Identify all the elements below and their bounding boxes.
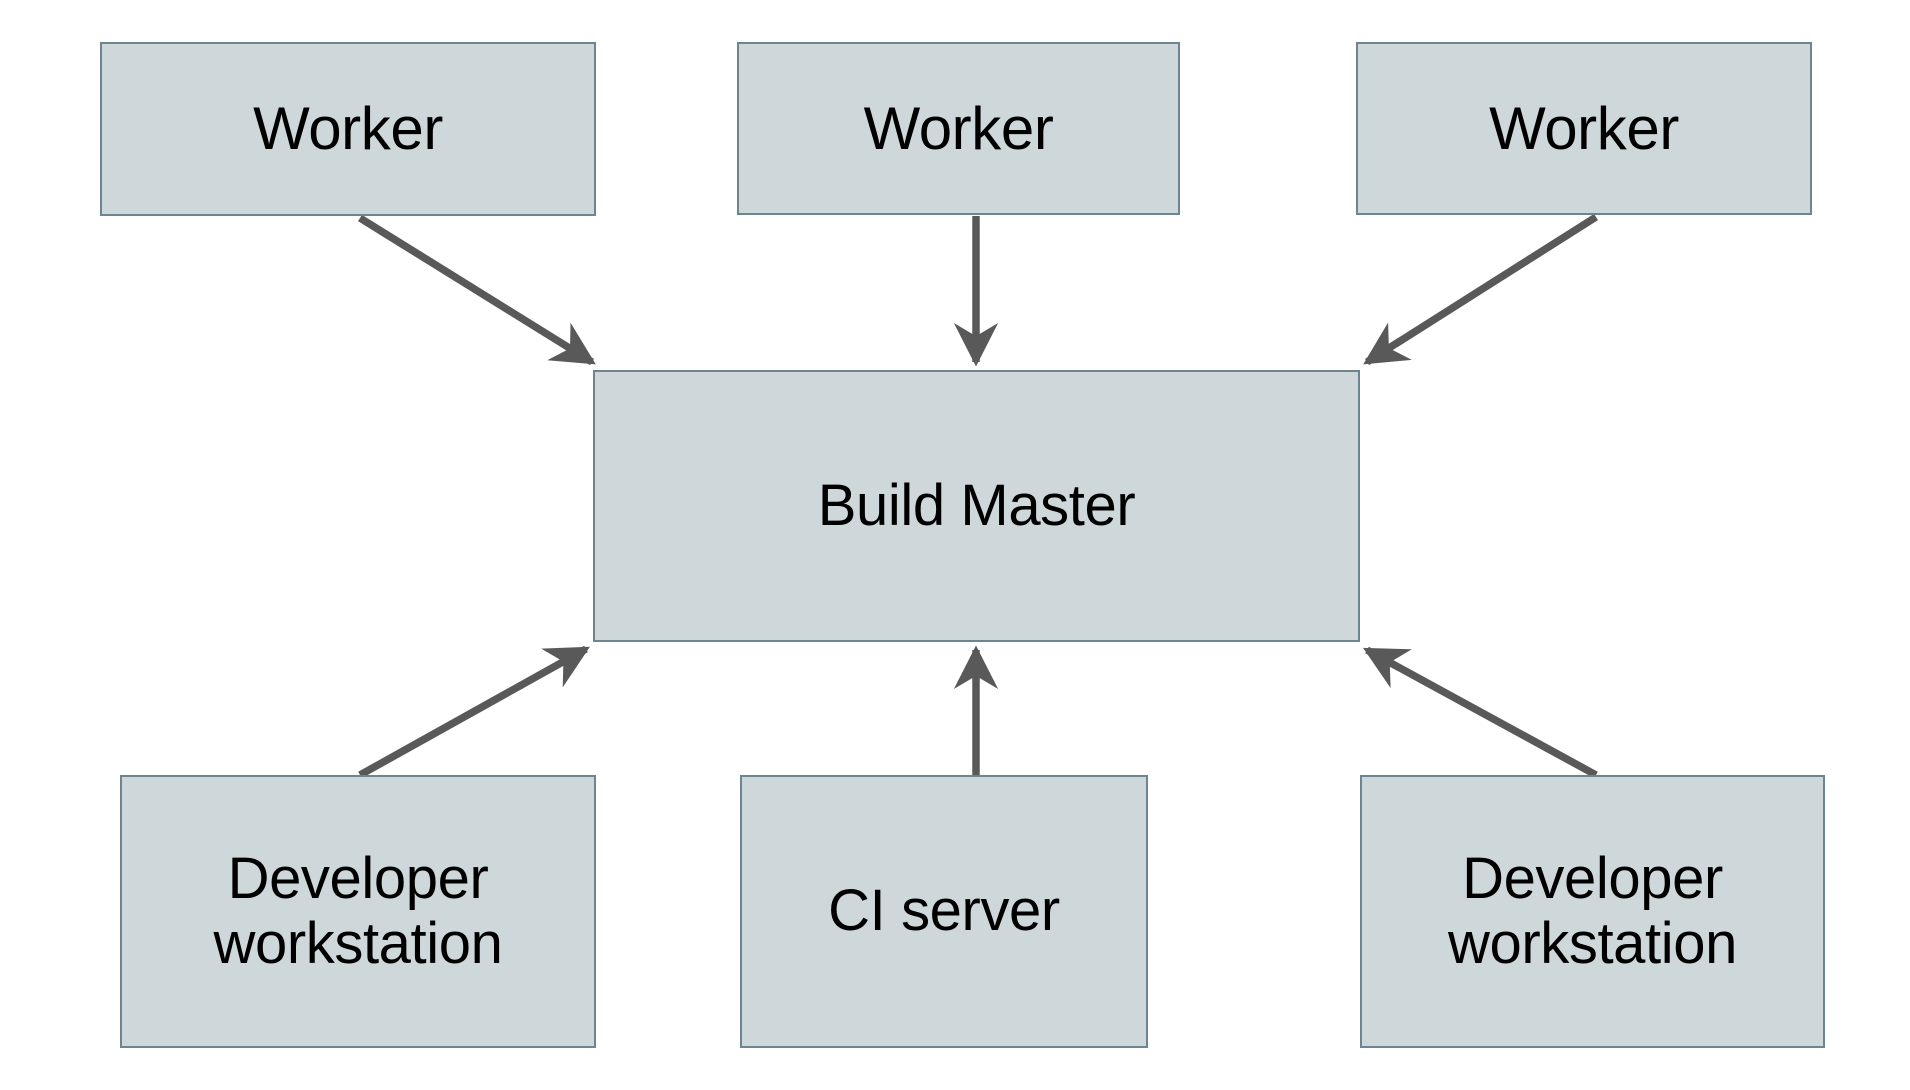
edge-worker-right-to-master bbox=[1363, 213, 1599, 366]
node-worker-left-label: Worker bbox=[253, 95, 443, 163]
edge-worker-left-to-master bbox=[358, 214, 596, 366]
node-ci-server-label: CI server bbox=[828, 878, 1060, 944]
edge-dev-left-to-master bbox=[358, 645, 590, 779]
node-build-master[interactable]: Build Master bbox=[593, 370, 1360, 642]
node-developer-workstation-left[interactable]: Developer workstation bbox=[120, 775, 596, 1048]
node-worker-left[interactable]: Worker bbox=[100, 42, 596, 216]
node-ci-server[interactable]: CI server bbox=[740, 775, 1148, 1048]
node-worker-right[interactable]: Worker bbox=[1356, 42, 1812, 215]
node-developer-workstation-right[interactable]: Developer workstation bbox=[1360, 775, 1825, 1048]
node-worker-right-label: Worker bbox=[1489, 94, 1679, 162]
node-build-master-label: Build Master bbox=[817, 472, 1136, 538]
node-worker-middle[interactable]: Worker bbox=[737, 42, 1180, 215]
node-worker-middle-label: Worker bbox=[863, 94, 1054, 162]
node-developer-workstation-left-label: Developer workstation bbox=[213, 845, 503, 976]
edge-dev-right-to-master bbox=[1363, 646, 1598, 779]
node-developer-workstation-right-label: Developer workstation bbox=[1448, 845, 1737, 976]
